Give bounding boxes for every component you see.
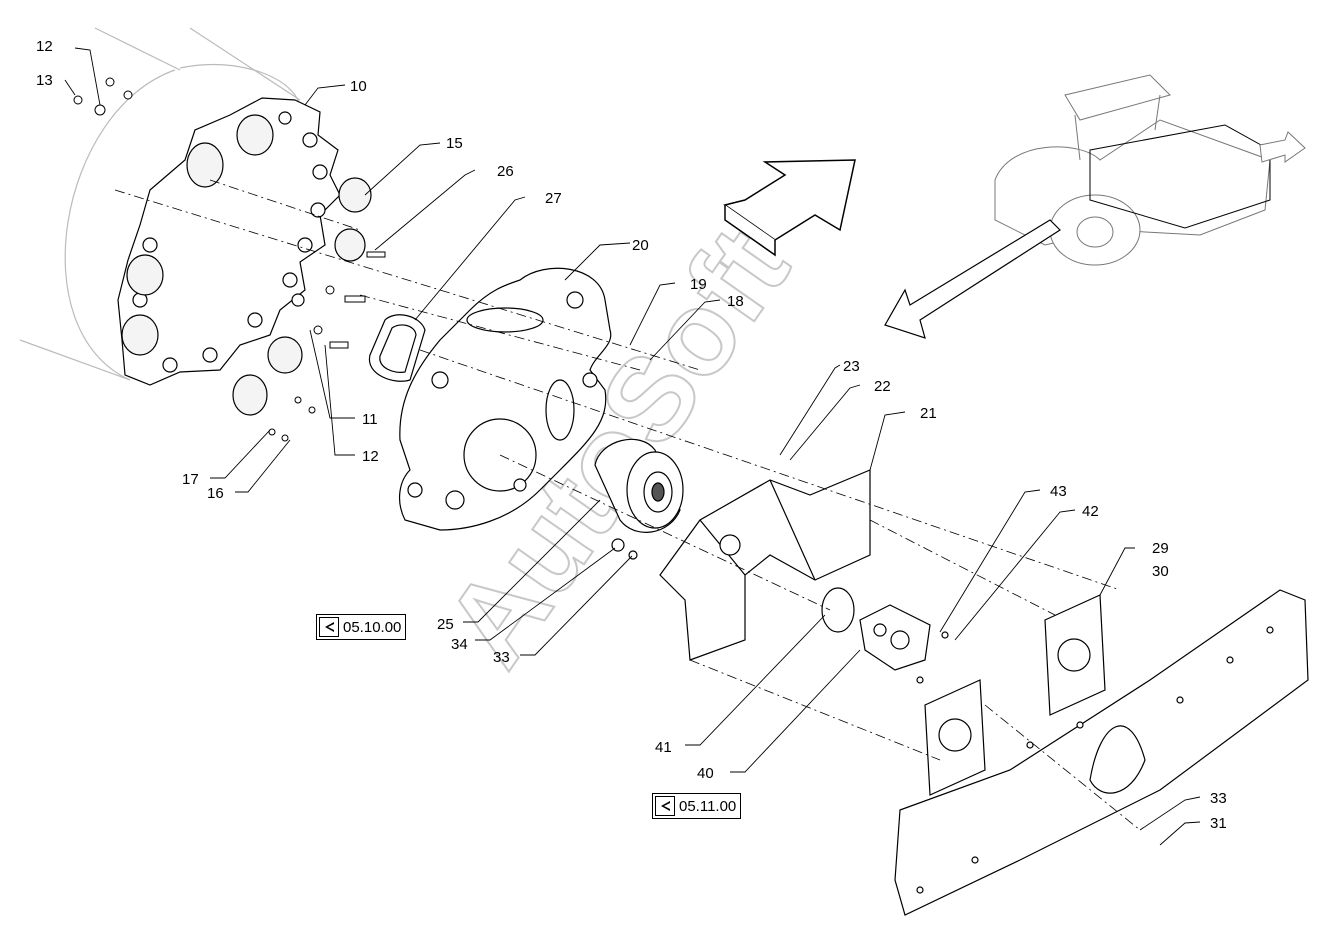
callout-label: 10 [350, 78, 367, 95]
reference-code: 05.10.00 [343, 618, 402, 636]
callout-label: 25 [437, 616, 454, 633]
callout-label: 27 [545, 190, 562, 207]
callout-label: 19 [690, 276, 707, 293]
callout-label: 33 [493, 649, 510, 666]
reference-code: 05.11.00 [679, 797, 737, 815]
drum-flange-plate [117, 97, 341, 386]
callout-label: 41 [655, 739, 672, 756]
callout-label: 43 [1050, 483, 1067, 500]
callout-label: 17 [182, 471, 199, 488]
direction-arrow-icon [723, 159, 856, 257]
gasket-plates [924, 594, 1106, 796]
callout-label: 40 [697, 765, 714, 782]
callout-label: 42 [1082, 503, 1099, 520]
small-fasteners [73, 77, 386, 442]
callout-label: 11 [362, 411, 378, 428]
assembly-guide-lines [114, 179, 1141, 831]
view-reference-icon [319, 617, 339, 637]
view-reference-icon [655, 796, 675, 816]
reference-link-05-10-00[interactable]: 05.10.00 [316, 614, 407, 640]
callout-label: 13 [36, 72, 53, 89]
callout-label: 16 [207, 485, 224, 502]
callout-label: 33 [1210, 790, 1227, 807]
leader-lines [64, 47, 1201, 846]
callout-label: 20 [632, 237, 649, 254]
callout-label: 34 [451, 636, 468, 653]
callout-label: 15 [446, 135, 463, 152]
adapter-plate [398, 267, 612, 531]
callout-arrow-icon [884, 219, 1061, 339]
hydraulic-motor [821, 587, 949, 684]
side-cover-panel [894, 589, 1309, 916]
reference-link-05-11-00[interactable]: 05.11.00 [652, 793, 742, 819]
mount-pads [121, 114, 372, 416]
callout-label: 21 [920, 405, 937, 422]
gearbox [594, 438, 684, 560]
callout-label: 30 [1152, 563, 1169, 580]
callout-label: 26 [497, 163, 514, 180]
callout-label: 31 [1210, 815, 1227, 832]
callout-labels: 12 13 10 15 26 27 20 19 18 23 22 21 11 1… [36, 38, 1227, 832]
callout-label: 12 [362, 448, 379, 465]
ring-segment [368, 314, 426, 382]
callout-label: 22 [874, 378, 891, 395]
callout-label: 23 [843, 358, 860, 375]
callout-label: 18 [727, 293, 744, 310]
callout-label: 29 [1152, 540, 1169, 557]
callout-label: 12 [36, 38, 53, 55]
roller-compactor-illustration [994, 74, 1306, 266]
